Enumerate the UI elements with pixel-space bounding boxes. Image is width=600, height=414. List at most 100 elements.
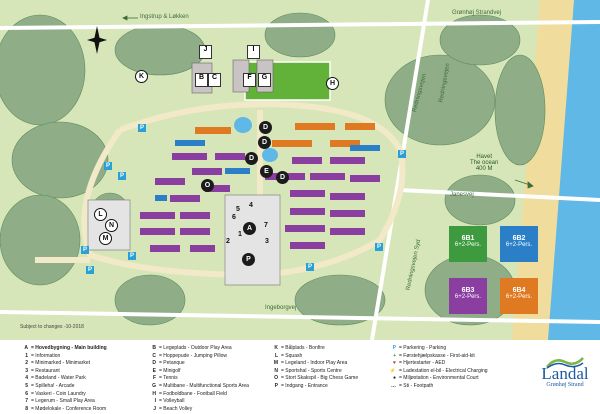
unit-6b1-desc: 6+2-Pers. [454, 242, 482, 248]
marker-i[interactable]: I [247, 45, 260, 59]
unit-6b1[interactable]: 6B1 6+2-Pers. [449, 226, 487, 262]
marker-p[interactable]: P [242, 253, 255, 266]
unit-6b3-code: 6B3 [461, 287, 475, 294]
legend-row: B= Legeplads - Outdoor Play Area [152, 345, 232, 351]
marker-1: 1 [238, 231, 242, 238]
road-label-ingeborgvej: Ingeborgvej [265, 305, 297, 311]
road-label-janesvej: Janesvej [450, 192, 474, 198]
legend-row: L= Squash [274, 352, 303, 359]
marker-e[interactable]: E [260, 165, 273, 178]
marker-2: 2 [226, 238, 230, 245]
marker-f[interactable]: F [243, 73, 256, 87]
legend-row: 7= Legerum - Small Play Area [25, 398, 95, 405]
landal-logo-name: Landal [541, 364, 589, 383]
unit-6b4-desc: 6+2-Pers. [505, 294, 533, 300]
cabin-rows [140, 140, 380, 252]
parking-icon[interactable]: P [398, 150, 406, 158]
legend-column-4: P= Parkering - Parking += Førstehjælpska… [380, 345, 488, 391]
legend-column-1: A= Hovedbygning - Main building 1= Infor… [12, 345, 107, 413]
parking-icon[interactable]: P [104, 162, 112, 170]
legend-row: ♥= Hjertestarter - AED [393, 360, 446, 367]
unit-6b2[interactable]: 6B2 6+2-Pers. [500, 226, 538, 262]
legend-column-3: K= Bålplads - Bonfire L= Squash M= Legel… [262, 345, 358, 391]
marker-j[interactable]: J [199, 45, 212, 59]
legend-row: 4= Badeland - Water Park [25, 375, 86, 382]
campsite-map[interactable]: Ingstrup & Løkken Grønhøj Strandvej Redn… [0, 0, 600, 340]
sea-label-line3: 400 M [475, 166, 493, 172]
marker-a[interactable]: A [243, 222, 256, 235]
marker-l[interactable]: L [94, 208, 107, 221]
unit-6b1-code: 6B1 [461, 235, 475, 242]
legend-row: 8= Mødelokale - Conference Room [25, 405, 107, 412]
subject-to-change-note: Subject to changes -10-2018 [20, 324, 84, 330]
road-label-gronhoj: Grønhøj Strandvej [452, 10, 502, 16]
orange-house-rows [195, 123, 375, 147]
marker-h[interactable]: H [326, 77, 339, 90]
marker-4: 4 [249, 202, 253, 209]
legend-row: 5= Spilleha! - Arcade [25, 382, 75, 389]
marker-d2[interactable]: D [258, 136, 271, 149]
legend-row: O= Stort Skakspil - Big Chess Game [274, 375, 359, 382]
legend-row: 1= Information [25, 352, 61, 359]
unit-6b4-code: 6B4 [512, 287, 526, 294]
parking-icon[interactable]: P [86, 266, 94, 274]
parking-icon[interactable]: P [138, 124, 146, 132]
legend-row: A= Hovedbygning - Main building [24, 345, 107, 351]
legend-row: ●= Miljøstation - Environmental Court [392, 375, 479, 382]
marker-m[interactable]: M [99, 232, 112, 245]
marker-d1[interactable]: D [259, 121, 272, 134]
marker-7: 7 [264, 222, 268, 229]
road-arrows [122, 15, 534, 189]
landal-logo-icon [546, 357, 584, 369]
legend-column-2: B= Legeplads - Outdoor Play Area C= Hopp… [140, 345, 249, 413]
parking-icon[interactable]: P [375, 243, 383, 251]
unit-6b3[interactable]: 6B3 6+2-Pers. [449, 278, 487, 314]
marker-c[interactable]: C [208, 73, 221, 87]
sea [548, 0, 600, 340]
marker-g[interactable]: G [258, 73, 271, 87]
main-building-area [224, 194, 281, 286]
parking-icon[interactable]: P [306, 263, 314, 271]
unit-6b4[interactable]: 6B4 6+2-Pers. [500, 278, 538, 314]
marker-d3[interactable]: D [245, 152, 258, 165]
landal-logo: Landal Grønhøj Strand [535, 355, 595, 410]
legend-row: M= Legeland - Indoor Play Area [273, 360, 348, 367]
unit-6b3-desc: 6+2-Pers. [454, 294, 482, 300]
legend-row: 3= Restaurant [25, 367, 60, 374]
landal-logo-sub: Grønhøj Strand [546, 382, 584, 388]
marker-k[interactable]: K [135, 70, 148, 83]
marker-d4[interactable]: D [276, 171, 289, 184]
legend-row: N= Sportshal - Sports Centre [274, 367, 342, 374]
marker-6: 6 [232, 214, 236, 221]
legend-row: 2= Minimarked - Minimarket [25, 360, 91, 367]
marker-b[interactable]: B [195, 73, 208, 87]
pond-2 [262, 148, 278, 162]
legend-row: …= Sti - Footpath [391, 382, 434, 389]
legend-row: P= Indgang - Entrance [274, 382, 328, 389]
legend-row: J= Beach Volley [153, 405, 193, 412]
sea-label: Havet The ocean 400 M [470, 154, 498, 172]
unit-6b2-desc: 6+2-Pers. [505, 242, 533, 248]
legend-row: P= Parkering - Parking [392, 345, 447, 351]
parking-icon[interactable]: P [118, 172, 126, 180]
sea-label-line2: The ocean [470, 160, 499, 166]
road-label-ingstrup: Ingstrup & Løkken [140, 14, 189, 20]
legend-row: C= Hoppepude - Jumping Pillow [152, 352, 227, 359]
legend-row: D= Petanque [152, 360, 185, 367]
legend-row: ⚡= Ladestation el-bil - Electrical Charg… [389, 367, 488, 374]
parking-icon[interactable]: P [81, 246, 89, 254]
marker-5: 5 [236, 206, 240, 213]
legend-row: K= Bålplads - Bonfire [274, 345, 325, 351]
unit-6b2-code: 6B2 [512, 235, 526, 242]
marker-n[interactable]: N [105, 219, 118, 232]
marker-3: 3 [265, 238, 269, 245]
legend-row: I= Volleyball [154, 398, 185, 405]
legend-row: += Førstehjælpskasse - First-aid-kit [393, 352, 475, 359]
compass [87, 26, 107, 54]
marker-o[interactable]: O [201, 179, 214, 192]
parking-icon[interactable]: P [128, 252, 136, 260]
map-legend: A= Hovedbygning - Main building 1= Infor… [0, 340, 600, 414]
legend-row: 6= Vaskeri - Coin Laundry [25, 390, 86, 397]
sea-label-line1: Havet [476, 154, 493, 160]
pond [234, 117, 252, 133]
